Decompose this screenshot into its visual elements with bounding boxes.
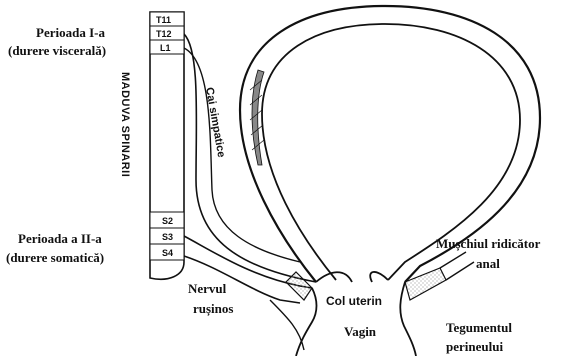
label-pudendal-nerve: Nervul	[188, 281, 227, 296]
label-levator-ani-2: anal	[476, 256, 500, 271]
levator-ani-right	[405, 268, 446, 300]
label-spinal-cord: MADUVA SPINARII	[119, 72, 131, 177]
segment-label: T12	[156, 29, 172, 39]
segment-label: S3	[162, 232, 173, 242]
label-period-two: Perioada a II-a	[18, 231, 102, 246]
vagina-wall-left	[296, 288, 317, 356]
label-sympathetic: Cai simpatice	[203, 86, 227, 158]
segment-label: T11	[156, 15, 171, 25]
vagina-wall-left-outer	[270, 300, 304, 350]
levator-line-right	[446, 262, 474, 280]
label-somatic-pain: (durere somatică)	[6, 250, 104, 265]
label-period-one: Perioada I-a	[36, 25, 105, 40]
label-vagina: Vagin	[344, 324, 377, 339]
segment-label: S2	[162, 216, 173, 226]
segment-label: L1	[160, 43, 171, 53]
sympathetic-pathway-inner	[184, 48, 300, 262]
label-cervix: Col uterin	[326, 294, 382, 308]
label-pudendal-nerve-2: rușinos	[193, 301, 233, 317]
label-levator-ani: Mușchiul ridicător	[436, 236, 541, 252]
levator-line-right-2	[440, 252, 466, 268]
segment-label: S4	[162, 248, 173, 258]
label-perineum-skin-2: perineului	[446, 339, 503, 354]
cervix-lip-right	[370, 272, 388, 282]
label-perineum-skin: Tegumentul	[446, 320, 512, 335]
label-visceral-pain: (durere viscerală)	[8, 43, 106, 58]
